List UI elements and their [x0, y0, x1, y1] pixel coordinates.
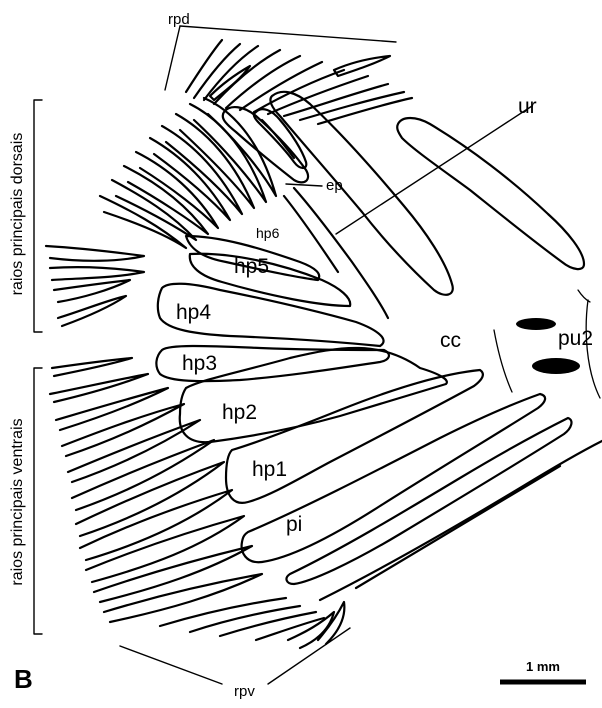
- pu2-blob-upper: [516, 318, 556, 330]
- label-rpv: rpv: [234, 684, 255, 699]
- ventral-bracket-caption: raios principais ventrais: [10, 404, 26, 600]
- ep-leader: [286, 184, 322, 186]
- rpd-leader-right: [180, 26, 396, 42]
- dorsal-principal-rays: [100, 98, 276, 248]
- parhypural-haemal-spines: [242, 394, 602, 600]
- centrum-edge-tick: [578, 290, 590, 302]
- label-rpd: rpd: [168, 12, 190, 27]
- label-hp1: hp1: [252, 459, 287, 480]
- dorsal-lower-short-rays: [46, 246, 144, 326]
- dorsal-bracket-caption: raios principais dorsais: [10, 124, 26, 304]
- rpv-leader-right: [268, 628, 350, 684]
- hypural-2: [180, 348, 447, 442]
- label-cc: cc: [440, 330, 461, 351]
- rpv-leader-left: [120, 646, 222, 684]
- uroneural-bones: [270, 92, 584, 318]
- label-hp5: hp5: [234, 256, 269, 277]
- panel-letter: B: [14, 666, 33, 692]
- hypural-5: [190, 254, 350, 306]
- pu2-blob-lower: [532, 358, 580, 374]
- procurrent-ventral-rays: [160, 598, 344, 648]
- label-hp3: hp3: [182, 353, 217, 374]
- scale-bar-label: 1 mm: [526, 660, 560, 673]
- label-hp2: hp2: [222, 402, 257, 423]
- ventral-bracket: [34, 368, 42, 634]
- label-pi: pi: [286, 514, 302, 535]
- rpd-leader-left: [165, 26, 180, 90]
- label-ep: ep: [326, 178, 343, 193]
- ventral-principal-rays: [50, 358, 262, 622]
- procurrent-dorsal-rays: [186, 40, 412, 124]
- label-ur: ur: [518, 96, 537, 117]
- centrum-edge-left: [494, 330, 512, 392]
- label-hp4: hp4: [176, 302, 211, 323]
- label-hp6: hp6: [256, 226, 279, 240]
- dorsal-bracket: [34, 100, 42, 332]
- label-pu2: pu2: [558, 328, 593, 349]
